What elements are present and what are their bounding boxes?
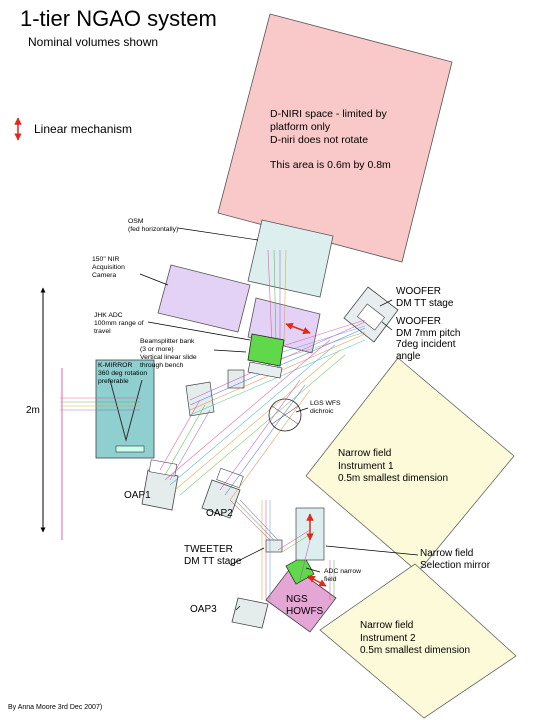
instrument2-box (319, 563, 517, 719)
oap3-component (231, 597, 269, 629)
nir-camera-label: 150" NIR Acquisition Camera (92, 256, 125, 280)
dniri-label: D-NIRI space - limited by platform only … (270, 108, 391, 172)
leader-lines (139, 227, 419, 611)
adc-linear-mechanism (285, 322, 311, 335)
dniri-space-box (217, 13, 453, 263)
oap3-label: OAP3 (190, 604, 217, 615)
kmirror-label: K-MIRROR 360 deg rotation preferable (98, 362, 148, 386)
lgs-wfs-label: LGS WFS dichroic (310, 400, 341, 416)
ngs-howfs-label: NGS HOWFS (286, 594, 324, 617)
page-subtitle: Nominal volumes shown (28, 35, 159, 49)
oap2-label: OAP2 (206, 508, 233, 519)
nf-selection-label: Narrow field Selection mirror (420, 548, 491, 571)
woofer-tt-label: WOOFER DM TT stage (396, 286, 454, 309)
jhk-adc-label: JHK ADC 100mm range of travel (94, 312, 144, 336)
tweeter-label: TWEETER DM TT stage (184, 544, 242, 567)
tweeter-component (265, 539, 283, 553)
ngs-linear-mechanism (307, 575, 327, 587)
woofer-dm-label: WOOFER DM 7mm pitch 7deg incident angle (396, 316, 461, 362)
page-title: 1-tier NGAO system (20, 6, 217, 31)
instrument1-label: Narrow field Instrument 1 0.5m smallest … (338, 448, 449, 484)
nir-camera-box (157, 264, 251, 333)
ngs-howfs-box (265, 565, 337, 633)
credit-label: By Anna Moore 3rd Dec 2007) (8, 704, 103, 711)
kmirror-box (95, 359, 155, 459)
oap1-label: OAP1 (124, 490, 151, 501)
osm-label: OSM (fed horizontally) (128, 218, 179, 234)
legend-label: Linear mechanism (34, 122, 133, 136)
oap2-component (201, 479, 241, 519)
beamsplitter-label: Beamsplitter bank (3 or more) Vertical l… (140, 338, 197, 370)
instrument2-label: Narrow field Instrument 2 0.5m smallest … (360, 620, 471, 656)
beamsplitter-bank (247, 333, 285, 367)
lgs-wfs-dichroic (268, 398, 302, 432)
adc-nf-label: ADC narrow field (324, 568, 362, 584)
scale-label: 2m (26, 405, 40, 416)
